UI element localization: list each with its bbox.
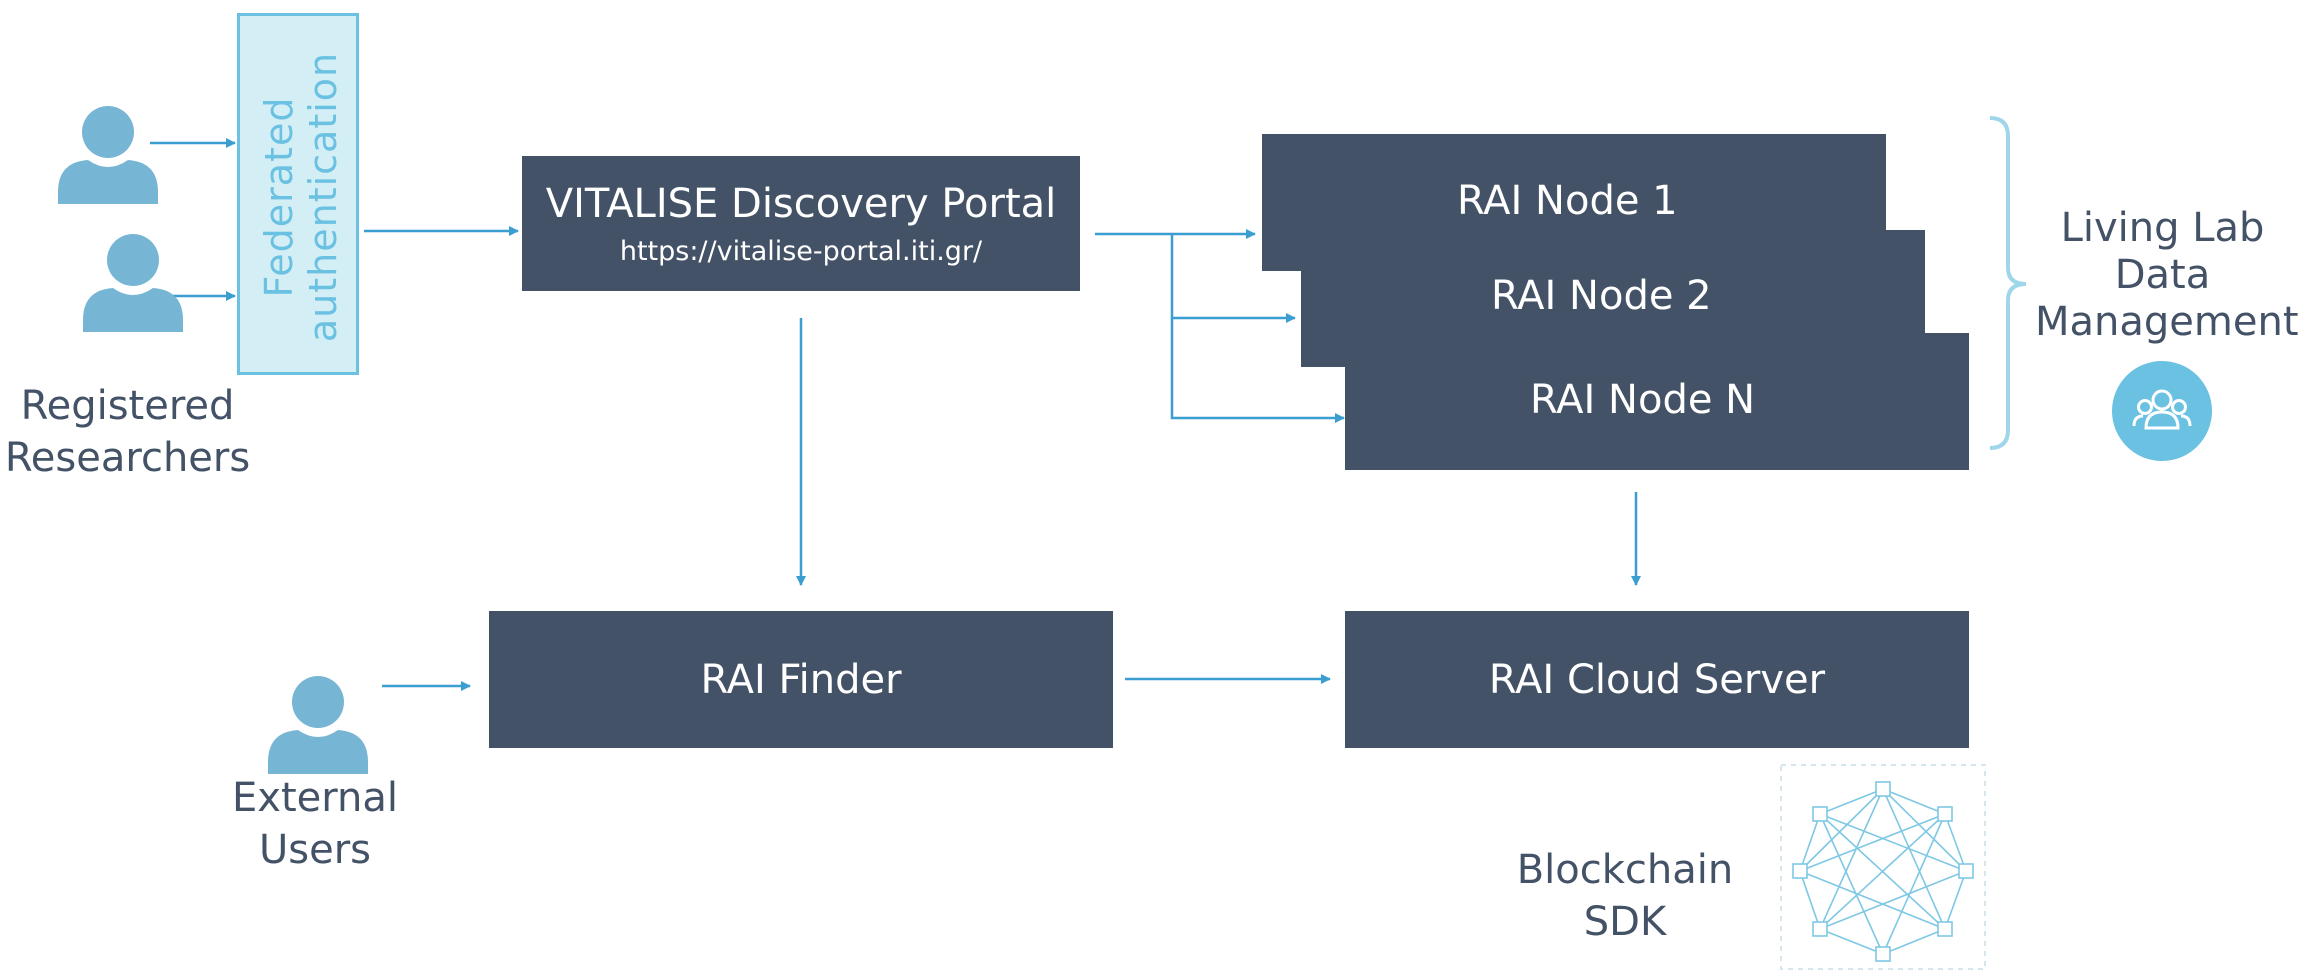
external-user-icon [268, 676, 368, 774]
living-lab-line3: Management [2035, 299, 2299, 345]
rai-cloud-server-label: RAI Cloud Server [1488, 656, 1826, 703]
registered-researchers-label: Registered Researchers [0, 380, 255, 484]
blockchain-sdk-line2: SDK [1583, 899, 1667, 945]
discovery-portal-title: VITALISE Discovery Portal [545, 181, 1057, 227]
researcher-icon [58, 106, 158, 204]
rai-node-n-label: RAI Node N [1530, 377, 1756, 423]
discovery-portal-box[interactable]: VITALISE Discovery Portal https://vitali… [522, 156, 1080, 291]
rai-node-1-label: RAI Node 1 [1457, 178, 1678, 224]
arrow-portal-to-nodeN [1170, 318, 1345, 423]
external-users-line2: Users [258, 827, 371, 873]
rai-finder-label: RAI Finder [700, 656, 902, 703]
registered-researchers-line1: Registered [20, 383, 235, 429]
living-lab-bracket [1989, 116, 2027, 450]
living-lab-line1: Living Lab [2060, 205, 2265, 251]
external-users-line1: External [232, 775, 398, 821]
living-lab-line2: Data [2114, 252, 2211, 298]
discovery-portal-url[interactable]: https://vitalise-portal.iti.gr/ [619, 236, 983, 267]
blockchain-network-icon [1780, 764, 1986, 970]
federated-authentication-box: Federated authentication [237, 13, 359, 375]
rai-finder-box[interactable]: RAI Finder [489, 611, 1113, 748]
external-users-label: External Users [190, 772, 440, 876]
rai-node-n[interactable]: RAI Node N [1345, 333, 1969, 470]
blockchain-sdk-label: Blockchain SDK [1500, 844, 1750, 948]
rai-cloud-server-box[interactable]: RAI Cloud Server [1345, 611, 1969, 748]
federated-authentication-line2: authentication [301, 51, 345, 343]
rai-node-2-label: RAI Node 2 [1491, 273, 1712, 319]
community-icon [2112, 361, 2212, 461]
researcher-icon [83, 234, 183, 332]
blockchain-sdk-line1: Blockchain [1516, 847, 1734, 893]
living-lab-label: Living Lab Data Management [2035, 205, 2299, 346]
federated-authentication-line1: Federated [257, 96, 301, 298]
federated-authentication-text: Federated authentication [240, 16, 362, 378]
registered-researchers-line2: Researchers [4, 435, 251, 481]
